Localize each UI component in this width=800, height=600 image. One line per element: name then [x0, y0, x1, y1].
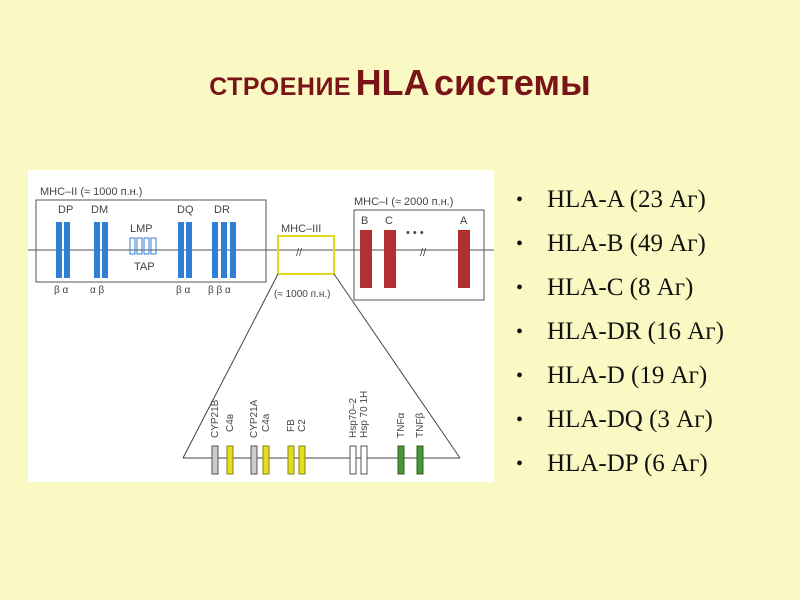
gene-label-c4a: C4a [261, 413, 272, 432]
gene-dm-beta [102, 222, 108, 278]
gene-lmp-1 [129, 237, 136, 255]
gene-label-c4b: C4в [225, 414, 236, 432]
gene-label-dq: DQ [177, 204, 194, 216]
gene-dp-alpha [64, 222, 70, 278]
list-item: • HLA-DP (6 Аг) [516, 442, 724, 486]
list-item: • HLA-C (8 Аг) [516, 266, 724, 310]
gene-label-dr: DR [214, 204, 230, 216]
mhc1-frame [353, 209, 485, 301]
list-item-text: HLA-D (19 Аг) [547, 362, 708, 389]
gene-hsp70-2 [349, 445, 357, 475]
gene-dr-beta2 [221, 222, 227, 278]
title-part1: СТРОЕНИЕ [209, 73, 352, 101]
gene-sub-dq: β α [176, 285, 191, 296]
mhc-diagram: MHC–II (≈ 1000 п.н.) DP β α DM α β LMP T… [28, 170, 494, 482]
bullet-icon: • [516, 365, 524, 387]
gene-c4a [262, 445, 270, 475]
gene-dq-beta [178, 222, 184, 278]
mhc2-frame [35, 199, 267, 283]
gene-label-cyp21b: CYP21B [210, 399, 221, 438]
gene-label-lmp: LMP [130, 223, 153, 235]
gene-label-tnfb: TNFβ [415, 413, 426, 438]
title-part3: системы [434, 62, 591, 103]
title-part2: HLA [355, 62, 430, 103]
list-item: • HLA-A (23 Аг) [516, 178, 724, 222]
mhc1-gap: • • • [406, 227, 424, 239]
gene-c [384, 230, 396, 288]
mhc-diagram-svg: MHC–II (≈ 1000 п.н.) DP β α DM α β LMP T… [28, 170, 494, 482]
gene-label-fb: FB [286, 419, 297, 432]
gene-dq-alpha [186, 222, 192, 278]
list-item: • HLA-DR (16 Аг) [516, 310, 724, 354]
hla-list: • HLA-A (23 Аг) • HLA-B (49 Аг) • HLA-C (8 … [516, 178, 724, 486]
bullet-icon: • [516, 277, 524, 299]
gene-dr-alpha [230, 222, 236, 278]
mhc3-break: // [296, 247, 303, 259]
bullet-icon: • [516, 453, 524, 475]
gene-dr-beta1 [212, 222, 218, 278]
gene-sub-dm: α β [90, 285, 105, 296]
gene-cyp21b [211, 445, 219, 475]
gene-label-hsp70-2: Hsp70–2 [348, 398, 359, 438]
gene-tnfb [416, 445, 424, 475]
mhc3-box [277, 235, 335, 275]
gene-b [360, 230, 372, 288]
mhc1-break: // [420, 247, 427, 259]
gene-hsp70-1h [360, 445, 368, 475]
gene-label-tnfa: TNFα [396, 413, 407, 438]
list-item: • HLA-DQ (3 Аг) [516, 398, 724, 442]
gene-lmp-2 [136, 237, 143, 255]
list-item-text: HLA-B (49 Аг) [547, 230, 706, 257]
gene-label-c: C [385, 215, 393, 227]
gene-label-b: B [361, 215, 368, 227]
slide-title: СТРОЕНИЕ HLA системы [0, 62, 800, 104]
list-item-text: HLA-C (8 Аг) [547, 274, 694, 301]
gene-tnfa [397, 445, 405, 475]
gene-sub-dp: β α [54, 285, 69, 296]
gene-c2 [298, 445, 306, 475]
bullet-icon: • [516, 321, 524, 343]
expand-line-right [333, 273, 461, 459]
gene-tap-2 [150, 237, 157, 255]
gene-label-cyp21a: CYP21A [249, 399, 260, 438]
list-item-text: HLA-DR (16 Аг) [547, 318, 724, 345]
bullet-icon: • [516, 189, 524, 211]
gene-label-dp: DP [58, 204, 73, 216]
gene-cyp21a [250, 445, 258, 475]
list-item-text: HLA-DP (6 Аг) [547, 450, 708, 477]
gene-dp-beta [56, 222, 62, 278]
gene-a [458, 230, 470, 288]
gene-label-a: A [460, 215, 468, 227]
list-item-text: HLA-DQ (3 Аг) [547, 406, 713, 433]
list-item: • HLA-D (19 Аг) [516, 354, 724, 398]
list-item: • HLA-B (49 Аг) [516, 222, 724, 266]
mhc3-label: MHC–III [281, 223, 321, 235]
gene-tap-1 [143, 237, 150, 255]
mhc2-label: MHC–II (≈ 1000 п.н.) [40, 186, 142, 198]
gene-label-hsp70-1h: Hsp 70 1H [359, 391, 370, 438]
bullet-icon: • [516, 233, 524, 255]
mhc1-label: MHC–I (≈ 2000 п.н.) [354, 196, 453, 208]
gene-label-c2: C2 [297, 419, 308, 432]
gene-sub-dr: β β α [208, 285, 231, 296]
expand-line-left [182, 273, 279, 459]
gene-label-dm: DM [91, 204, 108, 216]
gene-dm-alpha [94, 222, 100, 278]
list-item-text: HLA-A (23 Аг) [547, 186, 706, 213]
bullet-icon: • [516, 409, 524, 431]
gene-label-tap: TAP [134, 261, 155, 273]
gene-fb [287, 445, 295, 475]
gene-c4b [226, 445, 234, 475]
mhc3-scale: (≈ 1000 п.н.) [274, 289, 330, 300]
